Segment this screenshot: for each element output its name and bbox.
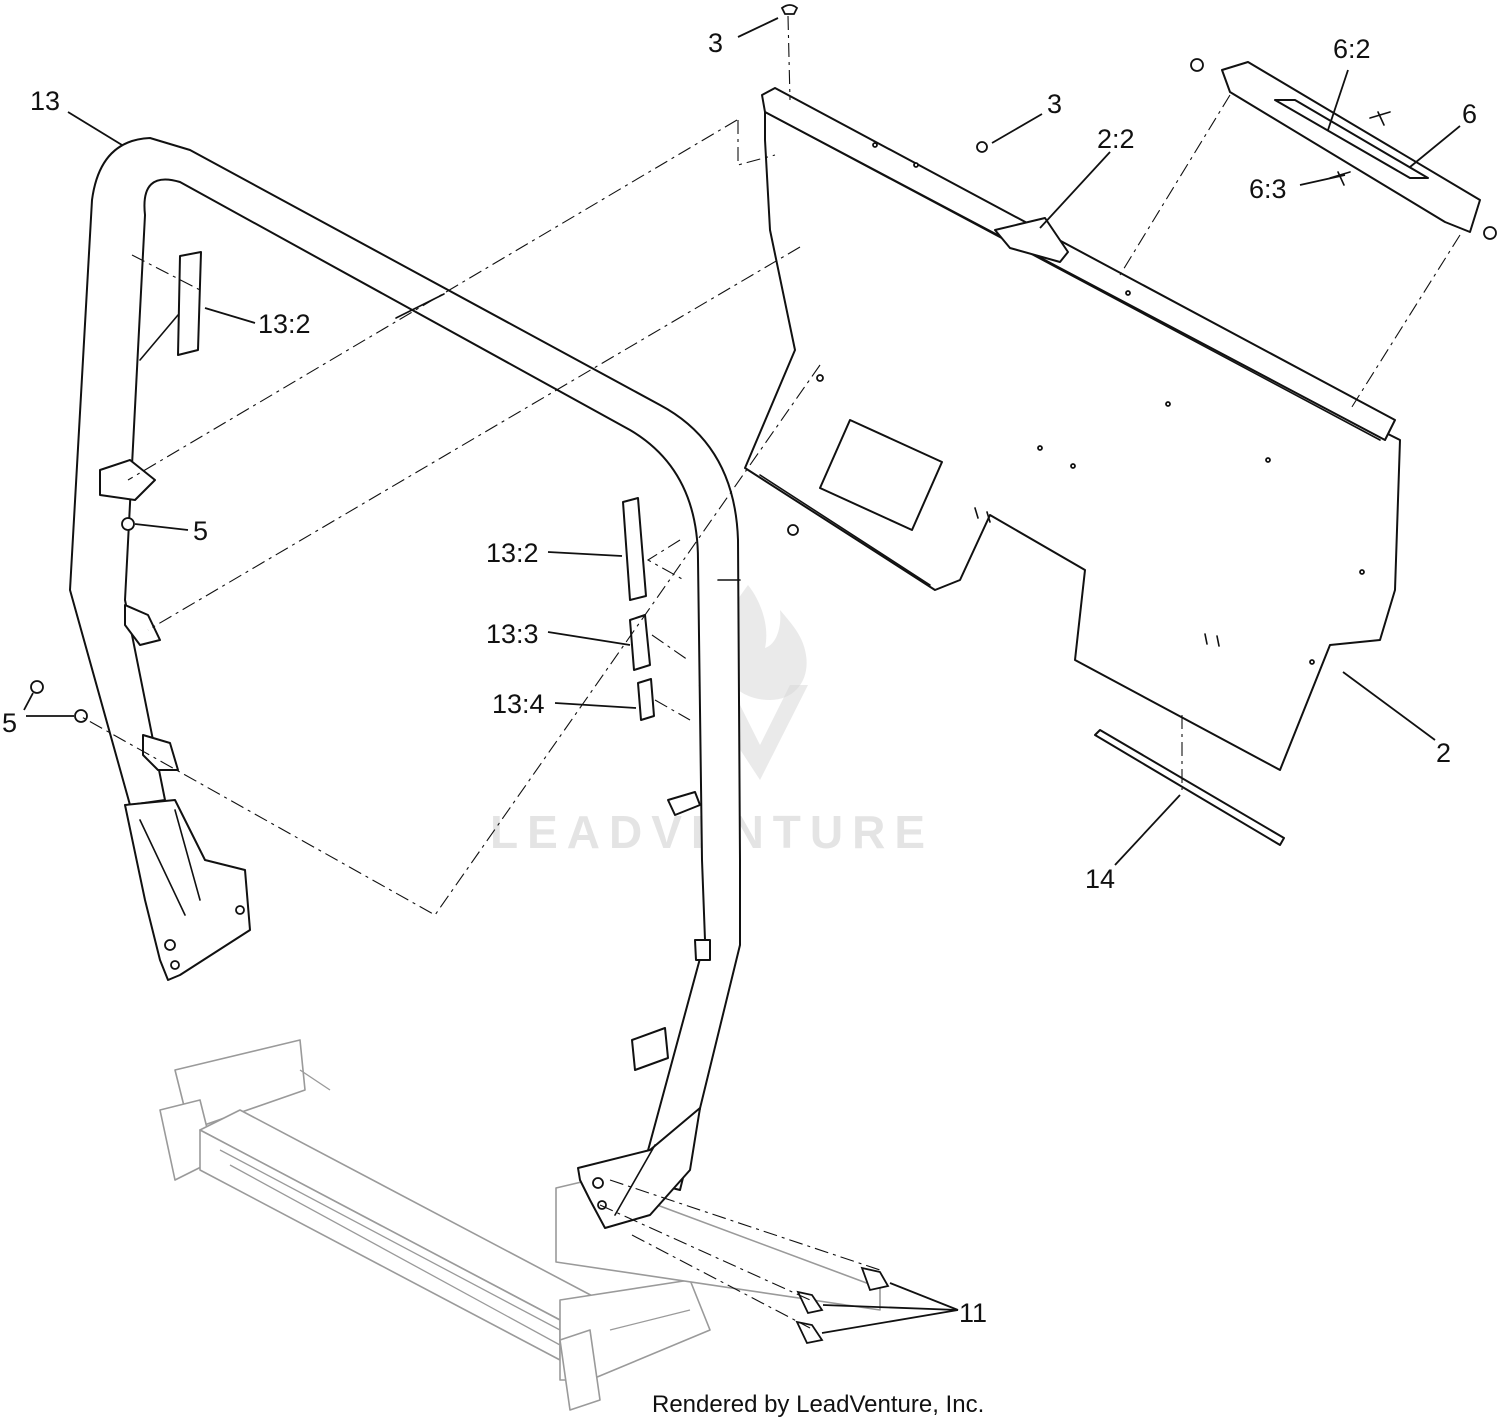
callout-2: 2 [1436,738,1451,768]
decal-strip-bracket [1190,58,1497,240]
hardware [30,4,988,1345]
callout-13: 13 [30,86,60,116]
decal-13-2-lower [622,497,647,601]
bolt-11-c [795,1320,824,1345]
callout-13-2-upper: 13:2 [258,309,311,339]
screw-panel-lower [787,524,799,536]
screw-3-mid [976,141,988,153]
callout-11: 11 [959,1298,987,1328]
callout-6: 6 [1462,99,1477,129]
roll-bar [69,137,741,1229]
callout-2-2: 2:2 [1097,124,1135,154]
render-credit: Rendered by LeadVenture, Inc. [652,1391,984,1418]
decal-13-4 [637,678,655,721]
callout-13-3: 13:3 [486,619,539,649]
nut-5-mid [121,517,135,531]
callouts: 3 3 13 6:2 6 2:2 6:3 13:2 5 13:2 13:3 5 … [2,28,1477,1328]
rear-panel [744,87,1401,771]
seal-strip [1094,729,1285,846]
roll-bar-right-foot [577,1107,701,1229]
callout-5-left: 5 [2,708,17,738]
bolt-11-a [860,1266,890,1292]
callout-3-mid: 3 [1047,89,1062,119]
leader-lines [23,17,1461,1334]
callout-14: 14 [1085,864,1115,894]
decal-13-2-upper [177,251,202,356]
assembly-lines [79,15,1461,1329]
decal-6-2 [1274,99,1429,179]
decal-2-2 [994,217,1069,263]
nut-5-left-a [30,680,44,694]
decal-13-3 [629,614,651,671]
callout-3-top: 3 [708,28,723,58]
callout-13-2-lower: 13:2 [486,538,539,568]
callout-6-2: 6:2 [1333,34,1371,64]
nut-5-left-b [74,709,88,723]
frame-chassis [159,1039,711,1411]
callout-13-4: 13:4 [492,689,545,719]
callout-5-mid: 5 [193,516,208,546]
bolt-3-top [780,4,799,15]
callout-6-3: 6:3 [1249,174,1287,204]
panel-display-window [819,419,943,531]
roll-bar-left-foot [124,799,251,981]
